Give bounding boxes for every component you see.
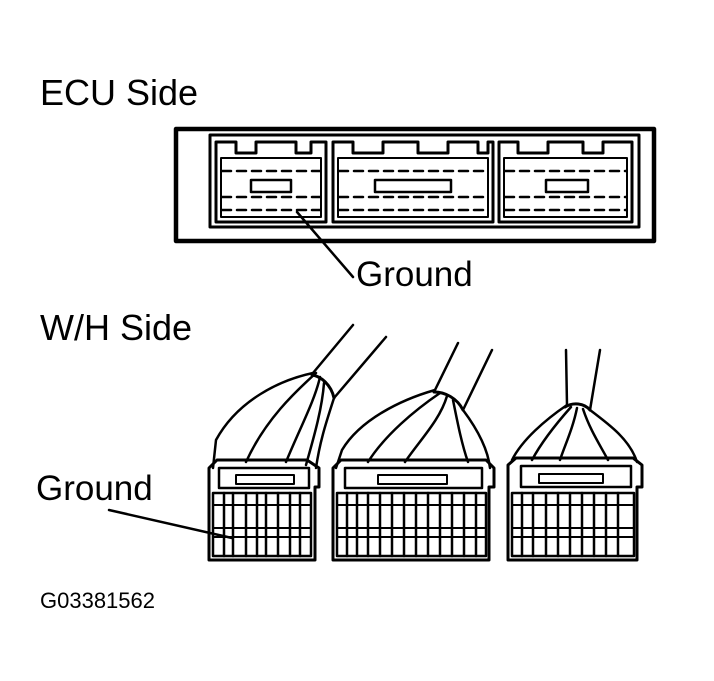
wh-connector-3 (506, 348, 644, 562)
ecu-ground-label: Ground (356, 255, 473, 294)
wh-ground-label: Ground (36, 469, 153, 508)
wh-side-label: W/H Side (40, 307, 193, 348)
wh-connector-2 (331, 341, 496, 562)
wh-connector-3-wire-fan (510, 403, 639, 464)
wh-ground-leader-line (107, 508, 234, 540)
wh-connector-3-terminals (520, 491, 620, 558)
wh-connector-3-cable (564, 348, 602, 412)
wh-connector-2-terminals (345, 491, 478, 558)
ecu-connector-section-1 (214, 140, 328, 224)
wh-connector-2-cable (433, 341, 494, 412)
ecu-ground-leader-line (295, 210, 355, 279)
ecu-connector-section-2 (331, 140, 495, 224)
ecu-connector-section-3 (497, 140, 634, 224)
ecu-side-label: ECU Side (40, 72, 199, 113)
wh-connector-1-terminals (222, 491, 302, 558)
wh-connector-1 (207, 323, 388, 562)
wh-connector-2-housing (331, 458, 496, 562)
ecu-connector (173, 126, 657, 279)
figure-code-label: G03381562 (40, 588, 155, 613)
ecu-connector-inner-frame (208, 133, 641, 229)
wh-connector-1-housing (207, 458, 321, 562)
wh-connector-2-wire-fan (334, 388, 492, 470)
wh-connector-1-cable (311, 323, 388, 400)
wh-connectors (107, 323, 644, 562)
ecu-connector-outer-frame (173, 126, 657, 244)
wh-connector-3-housing (506, 456, 644, 562)
wh-connector-1-wire-fan (211, 371, 336, 470)
